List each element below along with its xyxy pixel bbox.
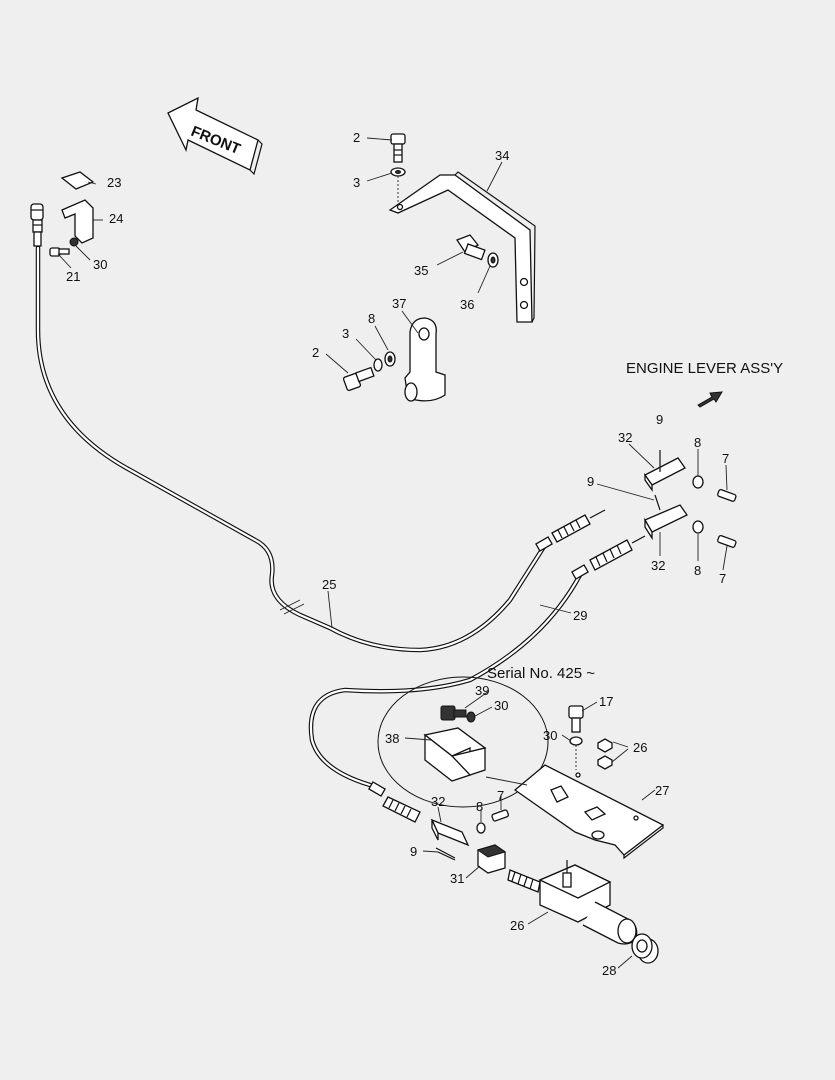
callout-30-detail: 30 [494,698,508,713]
bolt-35 [456,234,486,261]
callout-8-lower: 8 [368,311,375,326]
block-31 [476,844,507,874]
leader-lines [57,137,728,969]
pin-7-b [717,535,737,548]
callout-32-b: 32 [651,558,665,573]
pin-7-a [717,489,737,502]
callout-30-top: 30 [93,257,107,272]
nut-26-b [597,755,613,770]
bracket-24 [61,199,94,244]
cable-29-spring [571,535,646,580]
callout-24: 24 [109,211,123,226]
bolt-2-lower [342,366,375,392]
callout-labels: 2 3 34 35 36 23 24 21 30 37 2 3 8 ENGINE… [66,130,783,978]
callout-27: 27 [655,783,669,798]
bolt-17 [568,705,584,733]
callout-26-nuts: 26 [633,740,647,755]
callout-34: 34 [495,148,509,163]
cable-25-end [30,203,44,247]
washer-30-top [69,237,79,247]
actuator-26 [507,860,638,945]
callout-3-top: 3 [353,175,360,190]
callout-7-b: 7 [719,571,726,586]
engine-lever-label: ENGINE LEVER ASS'Y [626,360,783,377]
callout-9-c: 9 [410,844,417,859]
callout-3-lower: 3 [342,326,349,341]
callout-39: 39 [475,683,489,698]
bracket-38 [423,727,487,782]
washer-8-d [476,822,486,834]
callout-32-c: 32 [431,794,445,809]
callout-26-actuator: 26 [510,918,524,933]
callout-29: 29 [573,608,587,623]
callout-30-plate: 30 [543,728,557,743]
callout-25: 25 [322,577,336,592]
callout-8-a: 8 [694,435,701,450]
callout-36: 36 [460,297,474,312]
washer-3-lower [373,358,383,372]
clip-23 [60,171,95,190]
clevis-32-middle [644,494,688,541]
plate-27 [513,764,665,860]
washer-30-detail [466,711,476,723]
bolt-2-top [390,133,406,163]
washer-8-a [692,475,704,489]
callout-35: 35 [414,263,428,278]
callout-17: 17 [599,694,613,709]
callout-9-a: 9 [656,412,663,427]
callout-28: 28 [602,963,616,978]
clevis-32-lower [430,818,470,847]
nut-26-a [597,738,613,753]
lever-37 [404,317,446,402]
callout-9-b: 9 [587,474,594,489]
callout-8-d: 8 [476,799,483,814]
callout-38: 38 [385,731,399,746]
callout-32-a: 32 [618,430,632,445]
callout-37: 37 [392,296,406,311]
cotter-pin-9-lower [435,847,456,861]
callout-7-c: 7 [497,788,504,803]
washer-30-plate [569,736,583,746]
serial-label: Serial No. 425 ~ [487,665,595,682]
callout-23: 23 [107,175,121,190]
callout-31: 31 [450,871,464,886]
clevis-32-upper [644,450,686,493]
cap-28 [631,933,659,964]
engine-lever-arrow [697,391,723,408]
callout-8-b: 8 [694,563,701,578]
callout-21: 21 [66,269,80,284]
cable-25-spring [535,509,606,552]
serial-detail-circle [377,676,549,808]
washer-8-b [692,520,704,534]
callout-2-top: 2 [353,130,360,145]
front-arrow: FRONT [167,96,263,176]
cable-29-lower-spring [368,781,421,823]
screw-21 [49,247,70,257]
callout-2-lower: 2 [312,345,319,360]
bolt-39 [440,705,467,721]
callout-7-a: 7 [722,451,729,466]
pin-7-c [491,809,509,822]
bracket-34 [388,171,536,323]
